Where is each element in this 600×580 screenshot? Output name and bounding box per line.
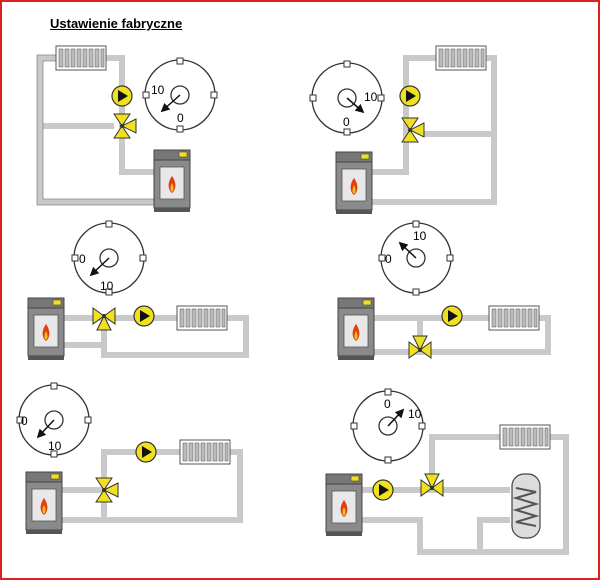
dial-label-10: 10: [364, 90, 378, 104]
boiler-icon: [27, 297, 65, 361]
dial-label-10: 10: [413, 229, 427, 243]
boiler-icon: [153, 149, 191, 213]
radiator-icon: [488, 305, 540, 331]
dial-label-10: 10: [151, 83, 165, 97]
pump-icon: [135, 441, 157, 463]
pipe-outlines: [36, 54, 154, 206]
page-title: Ustawienie fabryczne: [50, 16, 183, 31]
scheme-4: 10 0: [337, 220, 540, 361]
water-heater-icon: [511, 473, 541, 539]
dial-label-0: 0: [343, 115, 350, 129]
dial-icon: 10 0: [142, 57, 218, 133]
dial-label-10: 10: [408, 407, 422, 421]
boiler-icon: [335, 151, 373, 215]
pump-icon: [441, 305, 463, 327]
boiler-icon: [325, 473, 363, 537]
dial-icon: 0 10: [71, 220, 147, 296]
radiator-icon: [55, 45, 107, 71]
pump-icon: [111, 85, 133, 107]
dial-icon: 10 0: [309, 60, 385, 136]
pump-icon: [399, 85, 421, 107]
dial-label-0: 0: [385, 252, 392, 266]
dial-icon: 0 10: [350, 388, 426, 464]
three-way-valve-icon: [113, 113, 137, 139]
pump-icon: [372, 479, 394, 501]
radiator-icon: [176, 305, 228, 331]
scheme-6: 0 10: [325, 388, 551, 539]
dial-label-0: 0: [21, 414, 28, 428]
radiator-icon: [179, 439, 231, 465]
radiator-icon: [435, 45, 487, 71]
scheme-1: 10 0: [55, 45, 218, 213]
dial-icon: 10 0: [378, 220, 454, 296]
radiator-icon: [499, 424, 551, 450]
dial-label-10: 10: [48, 439, 62, 453]
scheme-5: 0 10: [16, 382, 231, 535]
dial-label-0: 0: [384, 397, 391, 411]
dial-label-0: 0: [177, 111, 184, 125]
boiler-icon: [25, 471, 63, 535]
pump-icon: [133, 305, 155, 327]
three-way-valve-icon: [92, 307, 116, 331]
boiler-icon: [337, 297, 375, 361]
dial-icon: 0 10: [16, 382, 92, 458]
pipe-network: [37, 55, 569, 555]
dial-label-0: 0: [79, 252, 86, 266]
scheme-3: 0 10: [27, 220, 228, 361]
dial-label-10: 10: [100, 279, 114, 293]
scheme-2: 10 0: [309, 45, 487, 215]
